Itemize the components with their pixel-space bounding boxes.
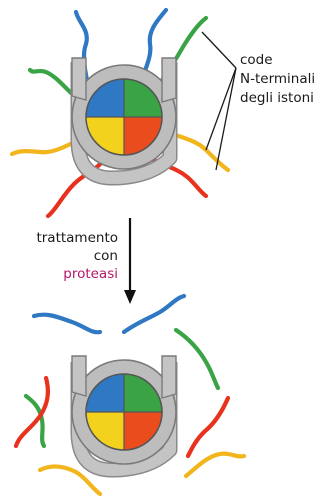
free-tail-blue-2 — [121, 293, 187, 335]
free-tail-red-2 — [185, 395, 231, 459]
histone-core-top — [85, 78, 163, 156]
free-tail-red-1 — [13, 375, 51, 449]
free-tail-blue-1 — [31, 312, 103, 335]
free-tail-green-2 — [23, 393, 47, 449]
annotation-line-1: code — [240, 52, 273, 68]
nucleosome-without-tails — [70, 355, 178, 478]
quadrant-green — [124, 79, 162, 117]
annotation-line-3: degli istoni — [240, 90, 314, 106]
nucleosome-with-tails — [9, 7, 231, 219]
free-tail-yellow-1 — [37, 464, 103, 497]
quadrant-blue — [86, 79, 124, 117]
treatment-line-1: trattamento — [36, 230, 118, 246]
free-tail-yellow-2 — [183, 451, 247, 479]
annotation-pointer — [201, 31, 237, 171]
cleaved-tails — [13, 293, 247, 497]
free-tail-green-1 — [173, 327, 221, 391]
treatment-line-2: con — [94, 248, 118, 264]
dna-end-left — [71, 57, 87, 101]
quadrant-yellow — [86, 117, 124, 155]
annotation-line-2: N-terminali — [240, 71, 315, 87]
dna-end-right — [161, 57, 177, 103]
histone-core-bottom — [85, 373, 163, 451]
quadrant-red — [124, 117, 162, 155]
treatment-arrow-head — [124, 290, 136, 304]
treatment-line-3-protease: proteasi — [63, 266, 118, 282]
